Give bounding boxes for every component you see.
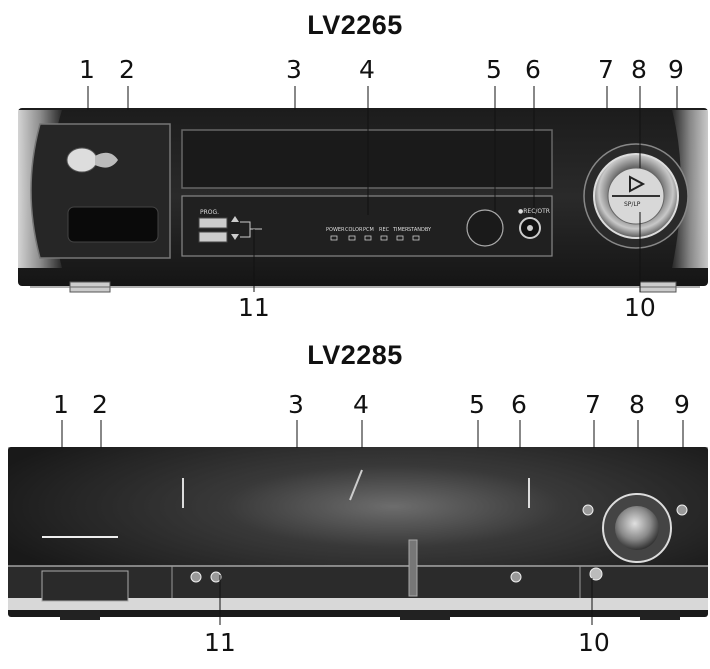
lv2265-leader-lines [87,86,678,292]
indicator-timer: TIMER [393,227,409,233]
title-lv2265: LV2265 [307,10,403,40]
lv2285-prog-up-button[interactable] [210,571,222,583]
indicator-rec: REC [379,227,390,233]
lv2285-ffwd-button[interactable] [676,504,688,516]
lv2285-leader-lines [61,420,684,625]
callout-top-1: 1 [79,55,95,84]
lv2265-rec-dot-icon [527,225,533,231]
callout-bottom-11: 11 [204,628,236,657]
callout-bottom-4: 4 [353,390,369,419]
lv2285-cassette-flap [408,539,418,597]
prog-label: PROG. [200,209,220,216]
callout-top-11: 11 [238,293,270,322]
lv2285-unit [8,447,708,620]
callout-top-4: 4 [359,55,375,84]
lv2265-prog-down-arrow-icon [231,234,239,240]
lv2265-remote-sensor [466,209,504,247]
callout-top-6: 6 [525,55,541,84]
lv2285-display-window [41,570,129,602]
lv2285-base-strip [8,598,708,610]
callout-top-2: 2 [119,55,135,84]
callout-bottom-6: 6 [511,390,527,419]
lv2285-play-knob[interactable] [615,506,659,550]
indicator-color: COLOR [345,227,363,233]
lv2265-indicator-lamps [330,235,420,241]
lv2265-prog-up-button[interactable] [198,217,228,229]
speed-label: SP/LP [624,201,641,208]
callout-bottom-3: 3 [288,390,304,419]
lv2265-right-glare [672,110,708,268]
indicator-pcm: PCM [363,227,374,233]
callout-top-5: 5 [486,55,502,84]
callout-top-7: 7 [598,55,614,84]
callout-top-8: 8 [631,55,647,84]
lv2265-prog-up-arrow-icon [231,216,239,222]
lv2285-rewind-button[interactable] [582,504,594,516]
lv2285-eject-button[interactable] [589,567,603,581]
callout-top-9: 9 [668,55,684,84]
lv2265-prog-bracket [240,221,262,238]
callout-bottom-5: 5 [469,390,485,419]
lv2265-unit [18,108,708,293]
lv2265-cassette-slot [181,129,553,189]
indicator-standby: STANDBY [408,227,432,233]
callout-bottom-8: 8 [629,390,645,419]
lv2265-power-button[interactable] [66,147,98,173]
callout-bottom-1: 1 [53,390,69,419]
callout-top-10: 10 [624,293,656,322]
callout-bottom-9: 9 [674,390,690,419]
callout-bottom-7: 7 [585,390,601,419]
rec-otr-label: ●REC/OTR [518,208,550,215]
title-lv2285: LV2285 [307,340,403,370]
callout-bottom-10: 10 [578,628,610,657]
callout-top-3: 3 [286,55,302,84]
callout-bottom-2: 2 [92,390,108,419]
indicator-power: POWER [326,227,345,233]
lv2285-rec-button[interactable] [510,571,522,583]
lv2265-play-icon [629,175,646,193]
lv2265-logo-mark [95,152,118,168]
lv2285-prog-down-button[interactable] [190,571,202,583]
lv2265-prog-down-button[interactable] [198,231,228,243]
lv2265-display-window [67,206,159,243]
